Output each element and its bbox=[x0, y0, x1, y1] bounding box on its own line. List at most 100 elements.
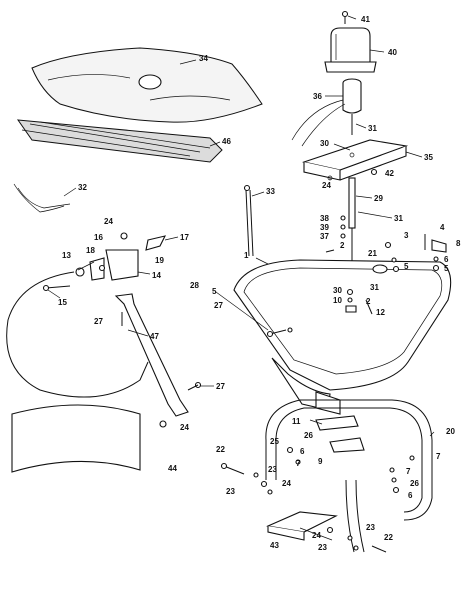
hopper-cover-34 bbox=[31, 47, 263, 123]
callout-32: 32 bbox=[78, 183, 87, 192]
screw-15 bbox=[42, 284, 71, 292]
callout-7: 7 bbox=[406, 467, 411, 476]
motor-bracket-35 bbox=[301, 139, 409, 181]
callout-41: 41 bbox=[361, 15, 370, 24]
callout-13: 13 bbox=[62, 251, 71, 260]
screw-41 bbox=[341, 10, 349, 24]
callout-15: 15 bbox=[58, 298, 67, 307]
callout-2: 2 bbox=[366, 297, 371, 306]
callout-44: 44 bbox=[168, 464, 177, 473]
callout-24: 24 bbox=[312, 531, 321, 540]
callout-24: 24 bbox=[104, 217, 113, 226]
callout-26: 26 bbox=[410, 479, 419, 488]
callout-6: 6 bbox=[444, 255, 449, 264]
callout-31: 31 bbox=[394, 214, 403, 223]
callout-12: 12 bbox=[376, 308, 385, 317]
callout-39: 39 bbox=[320, 223, 329, 232]
foot-43 bbox=[266, 511, 338, 541]
callout-23: 23 bbox=[268, 465, 277, 474]
callout-3: 3 bbox=[404, 231, 409, 240]
callout-23: 23 bbox=[226, 487, 235, 496]
callout-34: 34 bbox=[199, 54, 208, 63]
callout-23: 23 bbox=[318, 543, 327, 552]
cable-32 bbox=[13, 183, 71, 213]
frame-20 bbox=[265, 399, 433, 553]
callout-25: 25 bbox=[270, 437, 279, 446]
brackets-11-9 bbox=[315, 415, 365, 453]
callout-11: 11 bbox=[292, 417, 301, 426]
lower-right-hardware bbox=[389, 455, 415, 494]
motor-cover-40 bbox=[324, 27, 377, 73]
side-bolt-28 bbox=[266, 327, 293, 338]
callout-33: 33 bbox=[266, 187, 275, 196]
callout-7: 7 bbox=[296, 459, 301, 468]
callout-22: 22 bbox=[384, 533, 393, 542]
callout-37: 37 bbox=[320, 232, 329, 241]
callout-27: 27 bbox=[216, 382, 225, 391]
callout-16: 16 bbox=[94, 233, 103, 242]
ring-21 bbox=[372, 264, 388, 274]
callout-42: 42 bbox=[385, 169, 394, 178]
callout-29: 29 bbox=[374, 194, 383, 203]
callout-6: 6 bbox=[300, 447, 305, 456]
callout-26: 26 bbox=[304, 431, 313, 440]
callout-30: 30 bbox=[333, 286, 342, 295]
screen-46 bbox=[16, 119, 223, 163]
callout-31: 31 bbox=[370, 283, 379, 292]
nut-24-lower bbox=[159, 420, 167, 428]
callout-31: 31 bbox=[368, 124, 377, 133]
control-cable bbox=[6, 271, 149, 398]
control-rod-47 bbox=[114, 293, 189, 417]
callout-20: 20 bbox=[446, 427, 455, 436]
callout-43: 43 bbox=[270, 541, 279, 550]
callout-1: 1 bbox=[244, 251, 249, 260]
leader-lines bbox=[47, 15, 435, 541]
callout-10: 10 bbox=[333, 296, 342, 305]
deflector-44 bbox=[11, 404, 141, 473]
callout-27: 27 bbox=[94, 317, 103, 326]
right-side-hardware bbox=[325, 234, 447, 273]
callout-28: 28 bbox=[190, 281, 199, 290]
callout-17: 17 bbox=[180, 233, 189, 242]
motor-36 bbox=[291, 78, 362, 147]
callout-18: 18 bbox=[86, 246, 95, 255]
callout-19: 19 bbox=[155, 256, 164, 265]
callout-21: 21 bbox=[368, 249, 377, 258]
callout-4: 4 bbox=[440, 223, 445, 232]
callout-5: 5 bbox=[444, 264, 449, 273]
handle-17 bbox=[145, 235, 167, 251]
callout-5: 5 bbox=[212, 287, 217, 296]
callout-27: 27 bbox=[214, 301, 223, 310]
lower-left-hardware bbox=[220, 446, 301, 495]
inner-hopper-hardware bbox=[345, 288, 373, 315]
callout-6: 6 bbox=[408, 491, 413, 500]
bolt-42 bbox=[370, 168, 378, 176]
callout-9: 9 bbox=[318, 457, 323, 466]
callout-14: 14 bbox=[152, 271, 161, 280]
bottom-hardware bbox=[326, 526, 387, 553]
callout-40: 40 bbox=[388, 48, 397, 57]
callout-30: 30 bbox=[320, 139, 329, 148]
callout-5: 5 bbox=[404, 262, 409, 271]
callout-23: 23 bbox=[366, 523, 375, 532]
callout-24: 24 bbox=[282, 479, 291, 488]
bolt-24-upper bbox=[120, 232, 128, 240]
callout-47: 47 bbox=[150, 332, 159, 341]
screws-27 bbox=[121, 312, 202, 391]
callout-35: 35 bbox=[424, 153, 433, 162]
rod-33 bbox=[243, 184, 254, 257]
callout-22: 22 bbox=[216, 445, 225, 454]
callout-38: 38 bbox=[320, 214, 329, 223]
hardware-38-39-37 bbox=[340, 215, 346, 239]
hopper-1 bbox=[233, 259, 452, 415]
callout-24: 24 bbox=[322, 181, 331, 190]
callout-2: 2 bbox=[340, 241, 345, 250]
callout-8: 8 bbox=[456, 239, 461, 248]
callout-24: 24 bbox=[180, 423, 189, 432]
callout-labels: 41 40 34 36 31 30 35 46 24 42 32 33 29 3… bbox=[58, 15, 461, 552]
gate-bracket-assembly bbox=[75, 249, 139, 281]
callout-46: 46 bbox=[222, 137, 231, 146]
callout-7: 7 bbox=[436, 452, 441, 461]
